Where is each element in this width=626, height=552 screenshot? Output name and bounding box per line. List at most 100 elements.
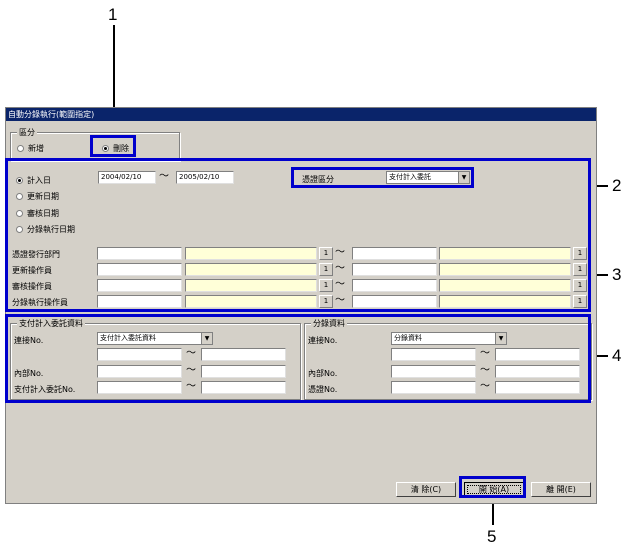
chevron-down-icon: ▼ [458,172,469,183]
radio-entry-date[interactable]: 計入日 [16,175,51,186]
range-executor-to-name [439,295,571,308]
range-updater-from-code[interactable] [97,263,182,276]
date-tilde: ～ [159,171,169,182]
left-internal-no-label: 內部No. [14,369,44,378]
range-dept-from-code[interactable] [97,247,182,260]
range-reviewer-from-code[interactable] [97,279,182,292]
radio-update-date[interactable]: 更新日期 [16,191,59,202]
left-row1-tilde: ～ [186,348,196,359]
range-dept-from-button[interactable]: 1 [319,247,333,260]
callout-number-4: 4 [612,346,622,365]
right-internal-tilde: ～ [480,365,490,376]
left-link-label: 連接No. [14,336,44,345]
voucher-select-value: 支付計入委託 [389,173,431,181]
radio-add[interactable]: 新增 [17,143,44,154]
left-link-select[interactable]: 支付計入委託資料 ▼ [97,332,213,345]
right-internal-no-label: 內部No. [308,369,338,378]
range-updater-to-code[interactable] [352,263,437,276]
range-executor-tilde: ～ [335,295,345,306]
callout-line-4 [590,355,608,357]
range-executor-from-button[interactable]: 1 [319,295,333,308]
range-reviewer-to-code[interactable] [352,279,437,292]
left-link-select-value: 支付計入委託資料 [100,334,156,342]
range-reviewer-to-button[interactable]: 1 [573,279,587,292]
left-entrust-from[interactable] [97,381,182,394]
callout-line-5 [492,497,494,525]
radio-entry-date-label: 計入日 [27,176,51,185]
radio-update-date-circle [16,193,23,200]
right-internal-to[interactable] [495,365,580,378]
range-executor-from-name [185,295,317,308]
left-row1-from[interactable] [97,348,182,361]
callout-box-4 [5,314,591,403]
payment-entrust-group: 支付計入委託資料 [10,318,301,400]
radio-delete-circle [102,145,109,152]
radio-delete[interactable]: 刪除 [102,143,129,154]
callout-number-2: 2 [612,176,622,195]
radio-exec-date[interactable]: 分錄執行日期 [16,224,75,235]
range-updater-from-name [185,263,317,276]
date-to-input[interactable]: 2005/02/10 [176,171,234,184]
range-dept-to-code[interactable] [352,247,437,260]
window-title: 自動分錄執行(範圍指定) [6,108,596,121]
chevron-down-icon: ▼ [201,333,212,344]
range-updater-from-button[interactable]: 1 [319,263,333,276]
range-executor-to-button[interactable]: 1 [573,295,587,308]
right-voucher-from[interactable] [391,381,476,394]
range-dept-tilde: ～ [335,247,345,258]
right-voucher-tilde: ～ [480,381,490,392]
range-reviewer-tilde: ～ [335,279,345,290]
callout-line-3 [590,274,608,276]
radio-delete-label: 刪除 [113,144,129,153]
range-dept-to-button[interactable]: 1 [573,247,587,260]
radio-add-circle [17,145,24,152]
callout-box-1 [90,135,136,157]
range-updater-tilde: ～ [335,263,345,274]
left-internal-to[interactable] [201,365,286,378]
journal-data-group: 分錄資料 [304,318,592,400]
radio-review-date-circle [16,210,23,217]
journal-data-group-label: 分錄資料 [311,318,347,329]
category-group-label: 區分 [17,127,37,138]
range-updater-to-name [439,263,571,276]
application-window: 自動分錄執行(範圍指定) 區分 新增 刪除 計入日 更新日期 審核日期 分錄執行… [5,107,597,504]
left-internal-from[interactable] [97,365,182,378]
right-voucher-no-label: 憑證No. [308,385,338,394]
callout-box-3 [5,158,591,312]
range-dept-from-name [185,247,317,260]
right-link-label: 連接No. [308,336,338,345]
right-row1-tilde: ～ [480,348,490,359]
range-executor-to-code[interactable] [352,295,437,308]
range-reviewer-to-name [439,279,571,292]
range-reviewer-from-button[interactable]: 1 [319,279,333,292]
right-internal-from[interactable] [391,365,476,378]
radio-update-date-label: 更新日期 [27,192,59,201]
date-from-input[interactable]: 2004/02/10 [98,171,156,184]
left-internal-tilde: ～ [186,365,196,376]
radio-exec-date-circle [16,226,23,233]
radio-review-date[interactable]: 審核日期 [16,208,59,219]
left-entrust-no-label: 支付計入委託No. [14,385,76,394]
callout-number-1: 1 [108,5,118,24]
right-row1-from[interactable] [391,348,476,361]
range-updater-to-button[interactable]: 1 [573,263,587,276]
right-link-select[interactable]: 分錄資料 ▼ [391,332,507,345]
radio-entry-date-circle [16,177,23,184]
left-entrust-to[interactable] [201,381,286,394]
right-row1-to[interactable] [495,348,580,361]
radio-review-date-label: 審核日期 [27,209,59,218]
clear-button[interactable]: 清 除(C) [396,482,456,497]
callout-number-3: 3 [612,265,622,284]
range-label-updater: 更新操作員 [12,266,52,275]
left-entrust-tilde: ～ [186,381,196,392]
radio-add-label: 新增 [28,144,44,153]
callout-line-1 [113,25,115,135]
right-voucher-to[interactable] [495,381,580,394]
range-label-executor: 分錄執行操作員 [12,298,68,307]
close-button[interactable]: 離 開(E) [531,482,591,497]
range-dept-to-name [439,247,571,260]
range-executor-from-code[interactable] [97,295,182,308]
left-row1-to[interactable] [201,348,286,361]
callout-number-5: 5 [487,527,497,546]
voucher-select[interactable]: 支付計入委託 ▼ [386,171,470,184]
